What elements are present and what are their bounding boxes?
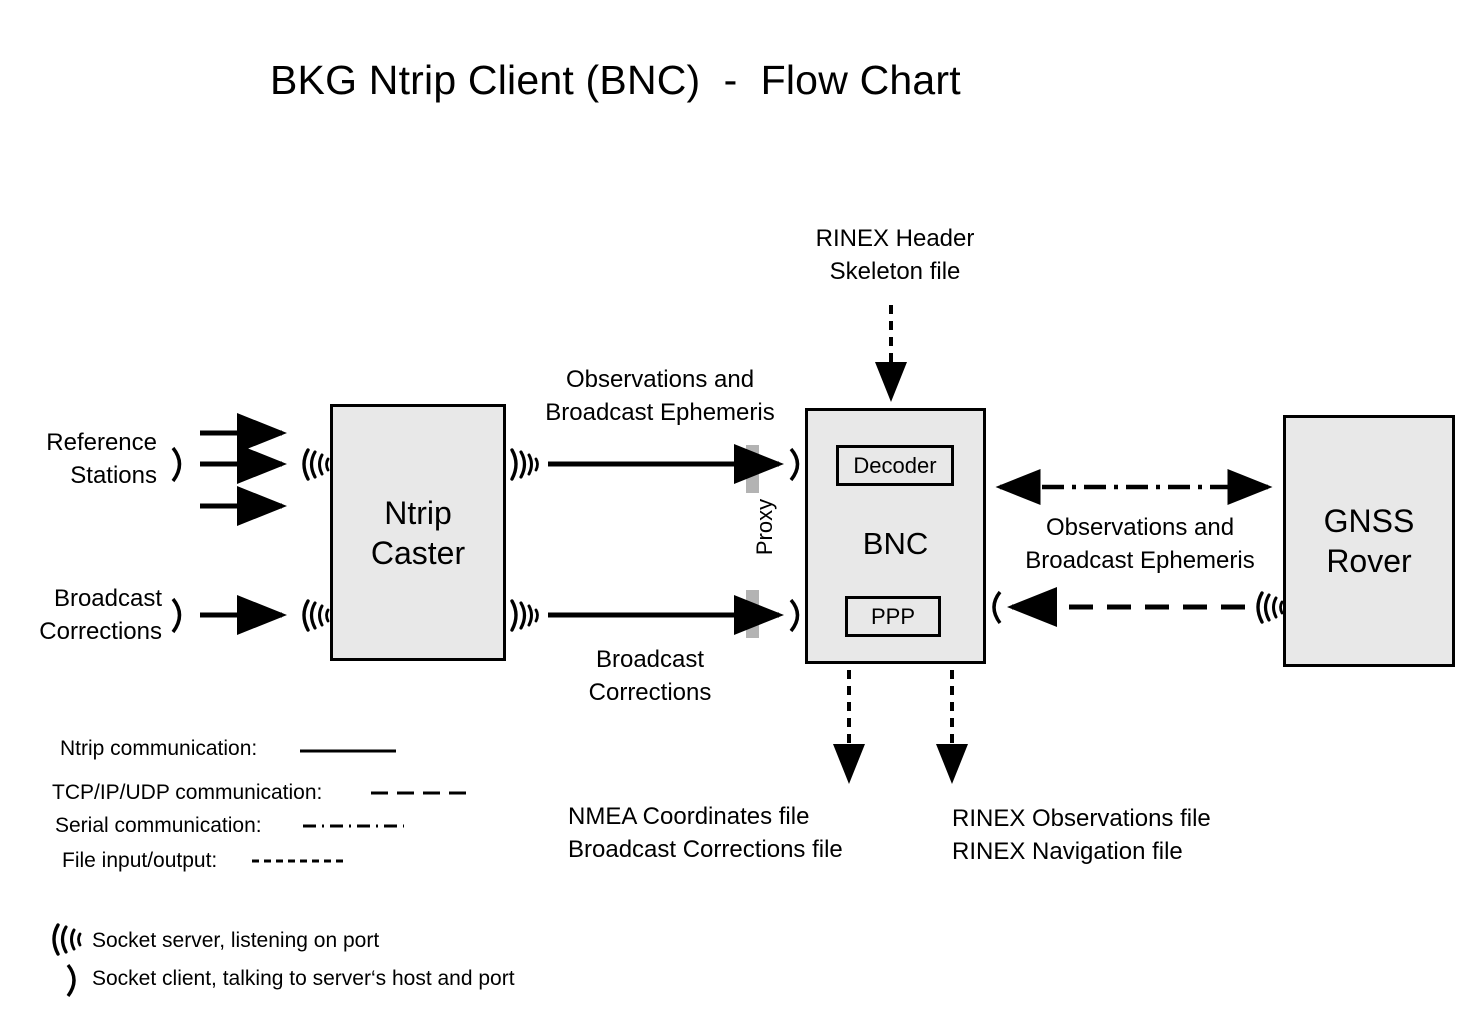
node-ppp[interactable]: PPP: [845, 596, 941, 637]
label-output-files-left: NMEA Coordinates file Broadcast Correcti…: [568, 803, 843, 863]
legend-row-tcp-communication: TCP/IP/UDP communication:: [52, 781, 323, 804]
legend-socket-server-icon: [52, 923, 82, 956]
proxy-label: Proxy: [752, 498, 777, 556]
page-title: BKG Ntrip Client (BNC) - Flow Chart: [270, 57, 961, 103]
node-ntrip-caster[interactable]: Ntrip Caster: [330, 404, 506, 661]
arrows-reference-stations-to-caster: [200, 413, 287, 526]
proxy-bar-lower: [746, 590, 759, 638]
legend-row-file-input-output: File input/output:: [62, 849, 218, 872]
socket-server-icon-caster-left-lower: [302, 599, 330, 632]
socket-client-icon-bnc-left-lower: [789, 598, 800, 633]
label-reference-stations: Reference Stations: [46, 429, 157, 489]
socket-server-icon-rover-left: [1256, 591, 1284, 624]
node-gnss-rover[interactable]: GNSS Rover: [1283, 415, 1455, 667]
node-decoder[interactable]: Decoder: [836, 445, 954, 486]
socket-client-icon-bnc-left-upper: [789, 447, 800, 482]
socket-client-icon-broadcast-corrections: [171, 597, 182, 634]
node-ppp-label: PPP: [870, 603, 916, 629]
legend-row-socket-server: Socket server, listening on port: [92, 929, 380, 952]
socket-server-icon-caster-left-upper: [302, 448, 330, 481]
socket-server-icon-caster-right-lower: [510, 599, 539, 632]
label-broadcast-corrections-middle: Broadcast Corrections: [588, 646, 712, 706]
label-broadcast-corrections-left: Broadcast Corrections: [39, 585, 162, 645]
socket-server-icon-caster-right-upper: [510, 448, 539, 481]
legend-row-serial-communication: Serial communication:: [55, 814, 262, 837]
legend-socket-client-icon: [66, 963, 76, 998]
legend-row-socket-client: Socket client, talking to server‘s host …: [92, 967, 515, 990]
socket-client-icon-reference-stations: [171, 446, 182, 483]
label-observations-ephemeris-middle: Observations and Broadcast Ephemeris: [545, 366, 775, 426]
node-gnss-rover-label: GNSS Rover: [1323, 503, 1415, 579]
node-bnc-label: BNC: [862, 526, 929, 561]
socket-client-icon-bnc-right: [992, 590, 1002, 625]
label-output-files-right: RINEX Observations file RINEX Navigation…: [952, 805, 1211, 865]
label-rinex-header-skeleton-file: RINEX Header Skeleton file: [815, 225, 975, 285]
legend-row-ntrip-communication: Ntrip communication:: [60, 737, 258, 760]
node-decoder-label: Decoder: [853, 452, 937, 478]
node-ntrip-caster-label: Ntrip Caster: [370, 494, 466, 571]
label-observations-ephemeris-right: Observations and Broadcast Ephemeris: [1025, 514, 1255, 574]
